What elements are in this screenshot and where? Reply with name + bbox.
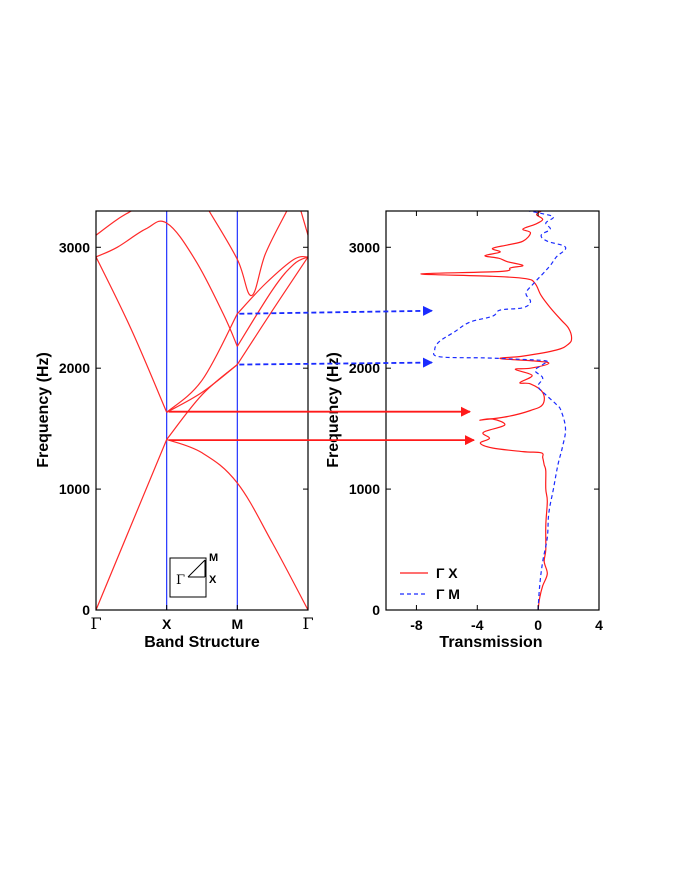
left-ytick-label-3: 3000 [59,239,90,255]
inset-gamma-label: Γ [176,573,185,588]
band-3 [96,256,168,413]
legend: Γ X Γ M [400,565,460,602]
brillouin-zone-inset: Γ X M [169,552,218,598]
right-xtick-label-2: 0 [534,617,542,633]
transmission-frame [385,210,600,611]
left-xtick-label-2: M [231,616,243,632]
inset-x-label: X [209,574,217,586]
band-4 [166,364,238,413]
right-xtick-label-1: -4 [471,617,484,633]
left-ytick-label-0: 0 [82,602,90,618]
right-ytick-label-0: 0 [372,602,380,618]
left-ytick-label-1: 1000 [59,481,90,497]
band-structure-frame [95,210,309,611]
left-xtick-label-0: Γ [90,614,101,633]
band-structure-ylabel: Frequency (Hz) [35,352,52,468]
band-12 [300,211,308,236]
transmission-panel: 0 1000 2000 3000 -8 -4 0 4 Transmission Frequen… [325,210,603,651]
left-xtick-label-1: X [162,616,172,632]
right-ytick-label-3: 3000 [349,239,380,255]
band-structure-xlabel: Band Structure [144,634,260,651]
band-8 [236,256,308,347]
connector-arrow-1 [239,357,433,368]
right-xtick-label-0: -8 [410,617,423,633]
band-5 [166,313,238,413]
legend-gx-label: Γ X [436,565,458,581]
transmission-series-0 [420,211,573,610]
band-10 [96,211,132,236]
inset-m-label: M [209,552,218,564]
transmission-ylabel: Frequency (Hz) [325,352,342,468]
left-xtick-label-3: Γ [302,614,313,633]
band-2 [166,364,238,440]
right-ytick-label-2: 2000 [349,360,380,376]
connector-arrow-0 [239,305,433,316]
band-1 [166,438,308,610]
left-ytick-label-2: 2000 [59,360,90,376]
right-ytick-label-1: 1000 [349,481,380,497]
band-0 [96,439,168,610]
transmission-lines [420,211,573,610]
right-ticks: 0 1000 2000 3000 -8 -4 0 4 [349,211,603,633]
band-7 [96,220,238,347]
right-xtick-label-3: 4 [595,617,603,633]
transmission-xlabel: Transmission [439,634,542,651]
band-6 [236,256,308,365]
band-9 [236,255,308,315]
band-11 [208,211,288,297]
connecting-arrows [168,305,475,446]
legend-gm-label: Γ M [436,586,460,602]
band-lines [96,211,308,610]
